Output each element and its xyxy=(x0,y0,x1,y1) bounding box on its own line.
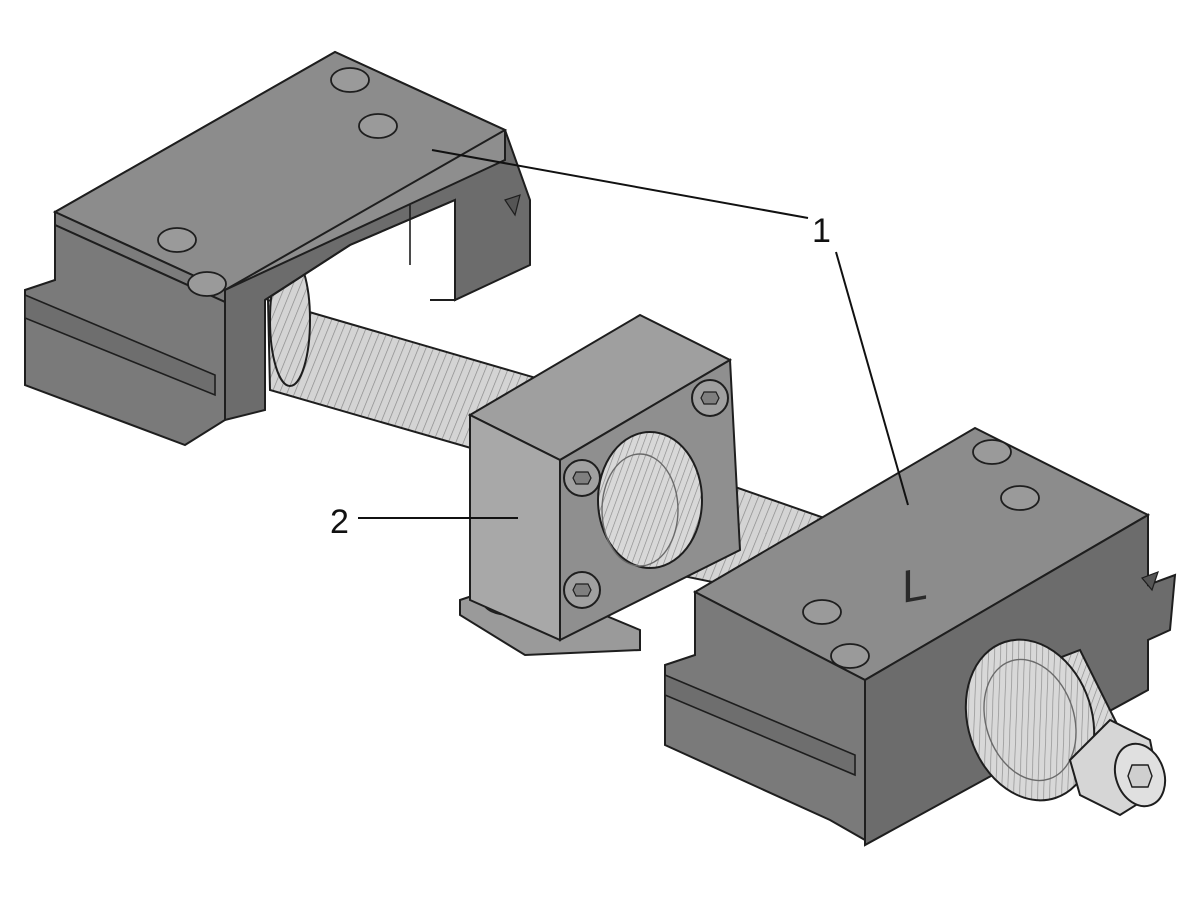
threaded-shaft-end xyxy=(964,638,1167,817)
mounting-hole xyxy=(330,67,370,93)
mounting-hole xyxy=(972,439,1012,465)
left-carriage-block xyxy=(24,50,531,447)
callout-label-2: 2 xyxy=(330,503,349,541)
mounting-hole xyxy=(358,113,398,139)
callout-1: 1 xyxy=(431,149,909,506)
mounting-hole xyxy=(157,227,197,253)
part-marking: L xyxy=(902,557,928,613)
support-nut-block xyxy=(459,313,742,657)
callout-label-1: 1 xyxy=(812,212,831,250)
leader-line xyxy=(431,149,809,219)
mounting-hole xyxy=(187,271,227,297)
mounting-hole xyxy=(830,643,870,669)
leader-line xyxy=(835,251,909,506)
right-carriage-block: L xyxy=(664,426,1177,847)
callout-2: 2 xyxy=(330,503,518,541)
mounting-hole xyxy=(1000,485,1040,511)
mounting-hole xyxy=(802,599,842,625)
